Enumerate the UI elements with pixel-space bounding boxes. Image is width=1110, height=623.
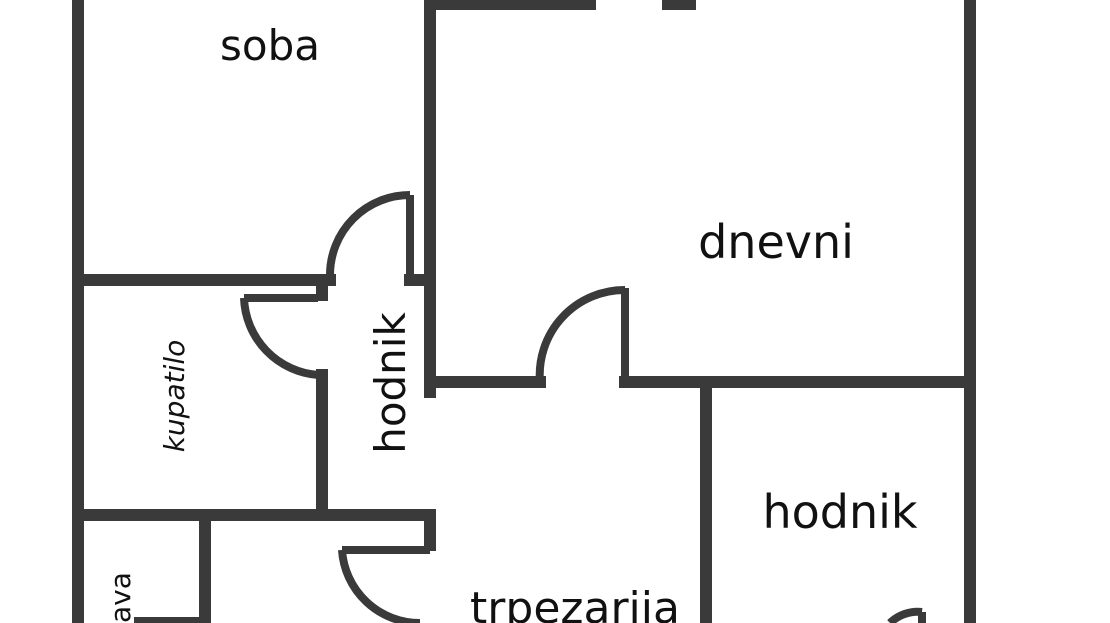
door-hodnik-right bbox=[887, 607, 923, 623]
door-soba bbox=[326, 191, 411, 276]
room-label-ostava: ava bbox=[104, 572, 137, 623]
door-dnevni bbox=[535, 285, 626, 383]
room-label-dnevni: dnevni bbox=[698, 215, 854, 269]
door-kupatilo bbox=[240, 297, 319, 379]
room-label-hodnik-right: hodnik bbox=[762, 485, 917, 539]
room-label-soba: soba bbox=[220, 21, 320, 70]
room-label-trpezarija: trpezarija bbox=[470, 583, 680, 623]
room-label-hodnik-vertical: hodnik bbox=[366, 312, 415, 454]
door-trpezarija bbox=[338, 549, 421, 623]
room-label-kupatilo: kupatilo bbox=[158, 340, 191, 453]
